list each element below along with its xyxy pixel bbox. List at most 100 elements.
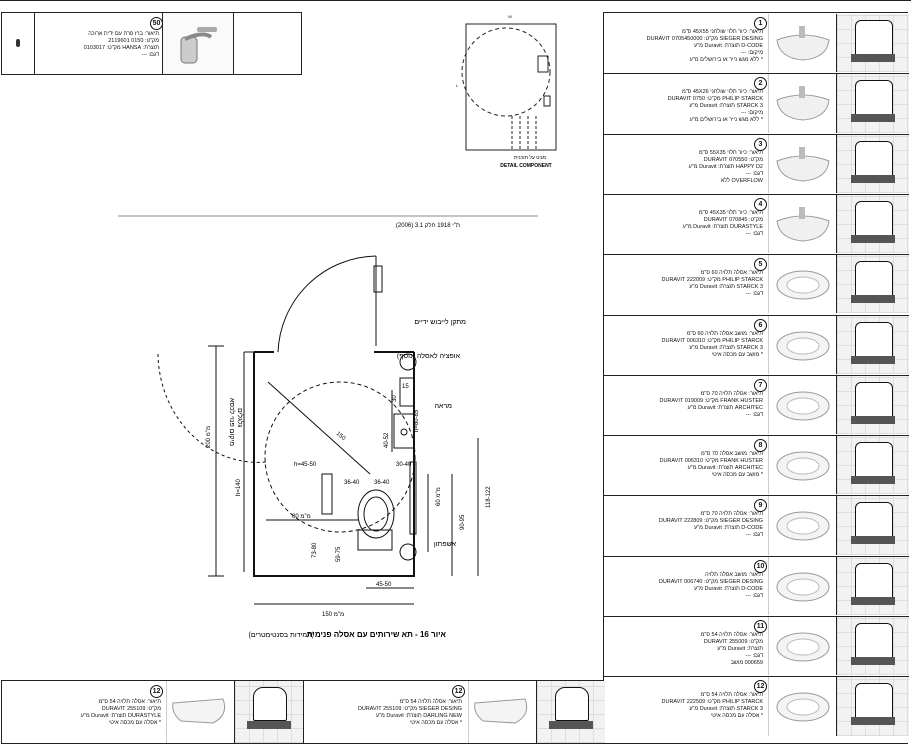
fixture-elevation [855, 562, 893, 599]
dim-90: 90-95 [460, 514, 466, 530]
fixture-elevation [855, 683, 893, 720]
fixture-elevation [855, 321, 893, 358]
plan-svg: ת"י 1918 חלק 3.1 (2006) 150 [118, 215, 538, 639]
dim-30: 30-40 [396, 462, 412, 468]
wall-tile-preview [836, 556, 909, 615]
faucet-image [162, 13, 234, 74]
top-border [0, 0, 911, 1]
wall-tile-preview [836, 14, 909, 73]
detail-component: W L מבט על תוכנית DETAIL COMPONENT [452, 12, 572, 172]
counter [247, 721, 291, 729]
wall-tile-preview [836, 134, 909, 193]
row-divider [604, 555, 909, 557]
row-divider [604, 193, 909, 195]
dim-30b: 30 [392, 395, 398, 402]
product-photo [166, 681, 235, 743]
product-photo [768, 496, 837, 555]
product-photo [768, 556, 837, 615]
item-number: 1 [754, 17, 767, 30]
toilet-icon [776, 572, 830, 602]
dim-h85: h=80-85 [414, 409, 420, 432]
dim-73: 73-80 [312, 542, 318, 558]
label-hand-rail: מתקן לייבוש ידיים [414, 318, 466, 326]
toilet-icon [172, 698, 226, 724]
wall-tile-preview [836, 617, 909, 676]
counter [851, 536, 895, 545]
row-divider [604, 254, 909, 256]
plan-caption-rest: (המידות בסנטימטרים) [248, 632, 314, 639]
wall-tile-preview [836, 375, 909, 435]
product-photo [768, 134, 837, 193]
counter [851, 657, 895, 665]
faucet-text: תיאור: ברז פרח עם ידית ארוכה מק"ט: 0150 … [83, 31, 159, 58]
dim-59: 59-75 [336, 546, 342, 562]
fixture-elevation [855, 502, 893, 539]
sink-icon [776, 206, 830, 242]
wall-tile-preview [234, 681, 303, 743]
counter [851, 476, 895, 485]
counter [851, 355, 895, 364]
product-photo [468, 681, 537, 743]
product-photo [768, 436, 837, 495]
dim-40: 40-52 [384, 432, 390, 448]
dim-15: 15 [402, 384, 409, 390]
product-photo [768, 255, 837, 314]
row-divider [604, 495, 909, 497]
toilet-icon [474, 698, 528, 724]
toilet-icon [776, 391, 830, 421]
label-clear-space-1: מיקום פנוי לכסא [228, 398, 236, 446]
counter [851, 54, 895, 62]
product-photo [768, 315, 837, 374]
detail-top-dim: W [508, 14, 512, 19]
product-photo [768, 677, 837, 736]
fixture-elevation [855, 140, 893, 177]
faucet-item: 50 תיאור: ברז פרח עם ידית ארוכה מק"ט: 01… [1, 12, 302, 75]
wall-tile-preview [836, 255, 909, 314]
dim-36b: 36-40 [374, 480, 390, 486]
dim-200: 200 מ"מ [206, 426, 212, 448]
counter [851, 234, 895, 243]
detail-side-dim: L [456, 83, 459, 88]
fixture-elevation [855, 261, 893, 298]
item-number: 50 [150, 17, 163, 30]
product-photo [768, 617, 837, 676]
faucet-symbol-icon [16, 39, 20, 47]
dim-150: 150 [335, 431, 347, 442]
row-divider [604, 616, 909, 617]
counter [851, 717, 895, 726]
dim-h140: h=140 [236, 478, 242, 496]
item-number: 2 [754, 77, 767, 91]
fixture-elevation [555, 687, 589, 721]
fixture-elevation [253, 687, 287, 721]
fixture-elevation [855, 20, 893, 56]
row-divider [604, 374, 909, 376]
dim-118: 118-122 [486, 486, 492, 508]
item-number: 3 [754, 137, 767, 151]
fixture-elevation [855, 200, 893, 237]
counter [851, 174, 895, 183]
item-number: 8 [754, 439, 767, 453]
faucet-icon [180, 27, 217, 64]
product-photo [768, 14, 837, 73]
label-basin: אשפתון [434, 541, 457, 548]
wall-tile-preview [836, 74, 909, 133]
